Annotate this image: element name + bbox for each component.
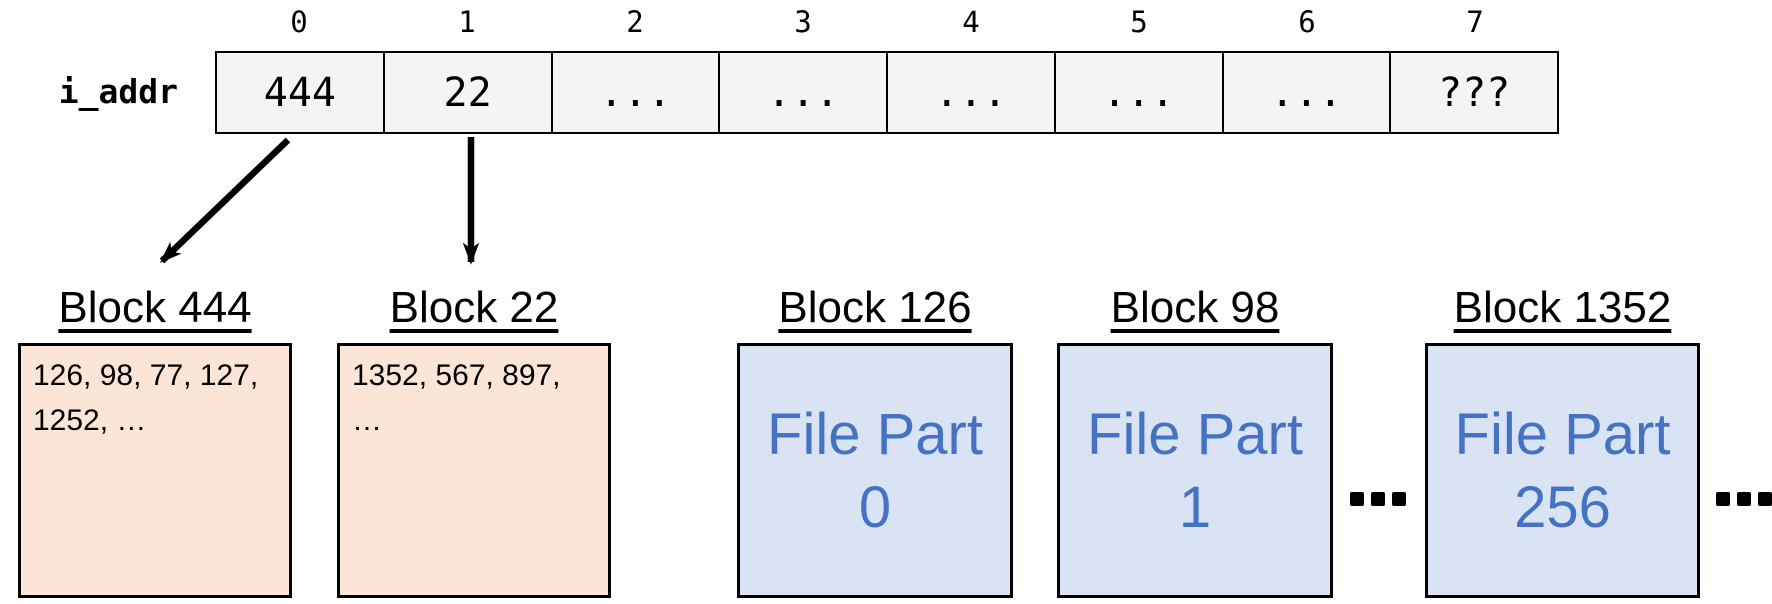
- array-index-1: 1: [458, 5, 476, 39]
- array-cell-0: 444: [217, 53, 385, 132]
- arrow-cell0-to-block444: [159, 137, 291, 264]
- block-98-label: File Part: [1087, 401, 1303, 467]
- i-addr-array: 444 22 ... ... ... ... ... ???: [215, 51, 1559, 134]
- array-index-6: 6: [1298, 5, 1316, 39]
- block-444: 126, 98, 77, 127, 1252, …: [18, 343, 292, 598]
- ellipsis-icon: ...: [1716, 492, 1772, 506]
- block-1352-number: 256: [1514, 474, 1611, 540]
- block-126-number: 0: [858, 474, 892, 540]
- array-cell-4: ...: [888, 53, 1056, 132]
- array-index-7: 7: [1466, 5, 1484, 39]
- array-cell-6: ...: [1224, 53, 1392, 132]
- array-cell-3: ...: [720, 53, 888, 132]
- block-1352: File Part 256: [1425, 343, 1700, 598]
- array-index-3: 3: [794, 5, 812, 39]
- array-cell-5: ...: [1056, 53, 1224, 132]
- array-label: i_addr: [58, 72, 178, 111]
- array-index-row: 0 1 2 3 4 5 6 7: [215, 0, 1559, 44]
- block-126-title: Block 126: [778, 283, 972, 332]
- ellipsis-dot: [1350, 492, 1364, 506]
- block-22: 1352, 567, 897, …: [337, 343, 611, 598]
- ellipsis-dot: [1371, 492, 1385, 506]
- block-444-title: Block 444: [58, 283, 252, 332]
- block-98: File Part 1: [1057, 343, 1333, 598]
- block-22-title: Block 22: [389, 283, 559, 332]
- array-index-2: 2: [626, 5, 644, 39]
- block-98-title: Block 98: [1110, 283, 1280, 332]
- ellipsis-icon: ...: [1350, 492, 1406, 506]
- ellipsis-dot: [1716, 492, 1730, 506]
- block-1352-title: Block 1352: [1453, 283, 1672, 332]
- block-126: File Part 0: [737, 343, 1013, 598]
- block-444-content: 126, 98, 77, 127, 1252, …: [33, 359, 259, 437]
- block-126-label: File Part: [767, 401, 983, 467]
- block-22-content: 1352, 567, 897, …: [352, 359, 561, 437]
- array-index-5: 5: [1130, 5, 1148, 39]
- array-index-0: 0: [290, 5, 308, 39]
- array-cell-2: ...: [553, 53, 721, 132]
- ellipsis-dot: [1392, 492, 1406, 506]
- array-index-4: 4: [962, 5, 980, 39]
- array-cell-1: 22: [385, 53, 553, 132]
- block-1352-label: File Part: [1454, 401, 1671, 467]
- array-cell-7: ???: [1438, 69, 1511, 116]
- block-98-number: 1: [1178, 474, 1212, 540]
- ellipsis-dot: [1758, 492, 1772, 506]
- ellipsis-dot: [1737, 492, 1751, 506]
